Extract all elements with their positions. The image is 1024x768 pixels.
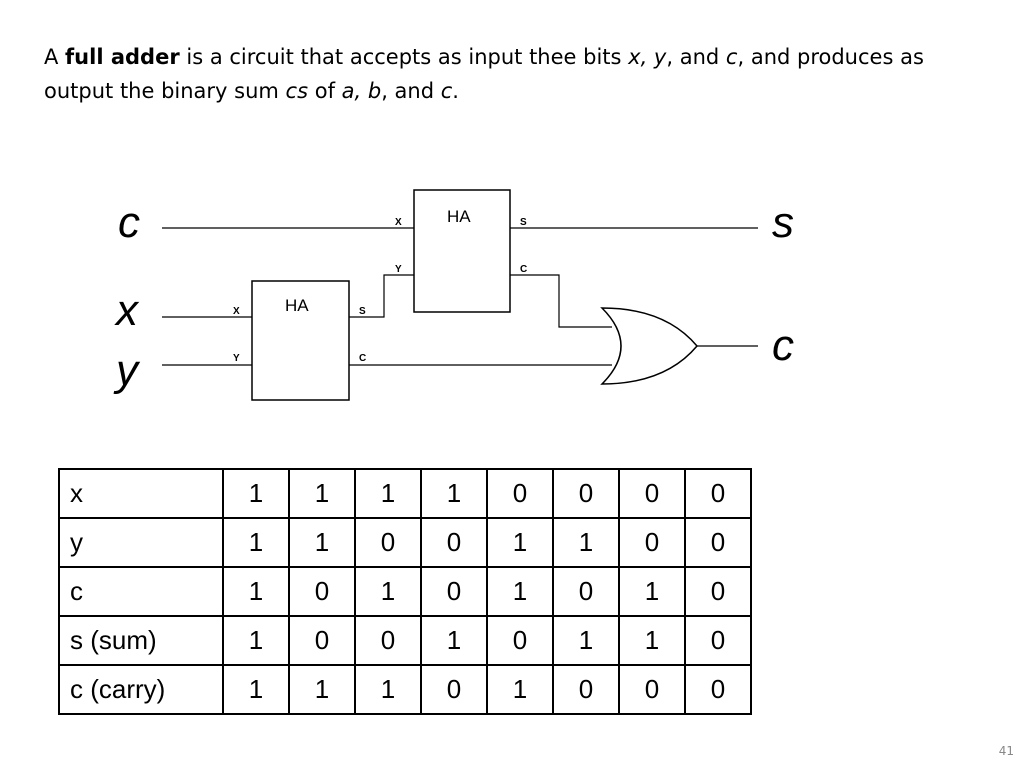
bit-cell: 1 [420,615,488,666]
intro-var: cs [285,79,309,103]
bit-cell: 0 [420,517,488,568]
bit-cell: 1 [354,664,422,715]
bit-cell: 0 [420,566,488,617]
bit-cell: 1 [486,517,554,568]
bit-cell: 1 [486,566,554,617]
input-c-label: c [118,198,140,247]
bit-cell: 1 [222,468,290,519]
full-adder-circuit: HA HA X Y S C X Y S C c x y s c [113,189,794,401]
bit-cell: 1 [354,468,422,519]
intro-term: full adder [65,45,180,69]
bit-cell: 0 [684,664,752,715]
row-label: c [58,566,224,617]
intro-part: , and [666,45,726,69]
bit-cell: 1 [288,664,356,715]
bit-cell: 1 [354,566,422,617]
intro-var: c [440,79,453,103]
bit-cell: 1 [552,517,620,568]
intro-var: x, y [628,45,667,69]
input-x-label: x [114,286,140,335]
bit-cell: 1 [222,664,290,715]
bit-cell: 0 [684,468,752,519]
bit-cell: 0 [618,468,686,519]
ha1-pin-s: S [520,217,527,228]
intro-var: a, b [341,79,382,103]
bit-cell: 0 [486,468,554,519]
bit-cell: 0 [354,517,422,568]
bit-cell: 1 [222,517,290,568]
bit-cell: 1 [486,664,554,715]
ha2-pin-s: S [359,306,366,317]
bit-cell: 1 [618,615,686,666]
intro-var: c [725,45,738,69]
half-adder-1-label: HA [447,207,471,226]
ha2-pin-y: Y [233,353,240,364]
ha1-pin-c: C [520,264,527,275]
bit-cell: 0 [684,517,752,568]
bit-cell: 0 [354,615,422,666]
intro-part: is a circuit that accepts as input thee … [179,45,629,69]
or-gate-icon [600,307,698,385]
intro-part: of [308,79,342,103]
row-label: y [58,517,224,568]
bit-cell: 0 [420,664,488,715]
bit-cell: 0 [288,615,356,666]
ha1-pin-y: Y [395,264,402,275]
bit-cell: 1 [222,566,290,617]
row-label: s (sum) [58,615,224,666]
wire-ha1-c-to-or [510,274,612,328]
bit-cell: 1 [420,468,488,519]
row-label: x [58,468,224,519]
intro-text: A full adder is a circuit that accepts a… [44,40,984,108]
bit-cell: 1 [552,615,620,666]
ha2-pin-x: X [233,306,240,317]
half-adder-2-box [251,280,350,401]
intro-part: , and [381,79,441,103]
intro-part: , and produces as output the binary sum [44,45,924,103]
bit-cell: 0 [552,566,620,617]
slide-number: 41 [998,744,1014,758]
bit-cell: 0 [618,664,686,715]
half-adder-2-label: HA [285,296,309,315]
intro-part: . [452,79,459,103]
bit-cell: 1 [288,517,356,568]
bit-cell: 1 [618,566,686,617]
bit-cell: 0 [684,566,752,617]
output-s-label: s [772,198,794,247]
bit-cell: 0 [618,517,686,568]
output-carry-label: c [772,321,794,370]
bit-cell: 0 [552,468,620,519]
bit-cell: 0 [486,615,554,666]
half-adder-1-box [413,189,511,313]
bit-cell: 0 [288,566,356,617]
bit-cell: 0 [552,664,620,715]
bit-cell: 1 [222,615,290,666]
bit-cell: 1 [288,468,356,519]
ha1-pin-x: X [395,217,402,228]
ha2-pin-c: C [359,353,366,364]
input-y-label: y [113,346,141,395]
row-label: c (carry) [58,664,224,715]
bit-cell: 0 [684,615,752,666]
intro-part: A [44,45,66,69]
wire-ha2-s-to-ha1-y [349,274,414,318]
